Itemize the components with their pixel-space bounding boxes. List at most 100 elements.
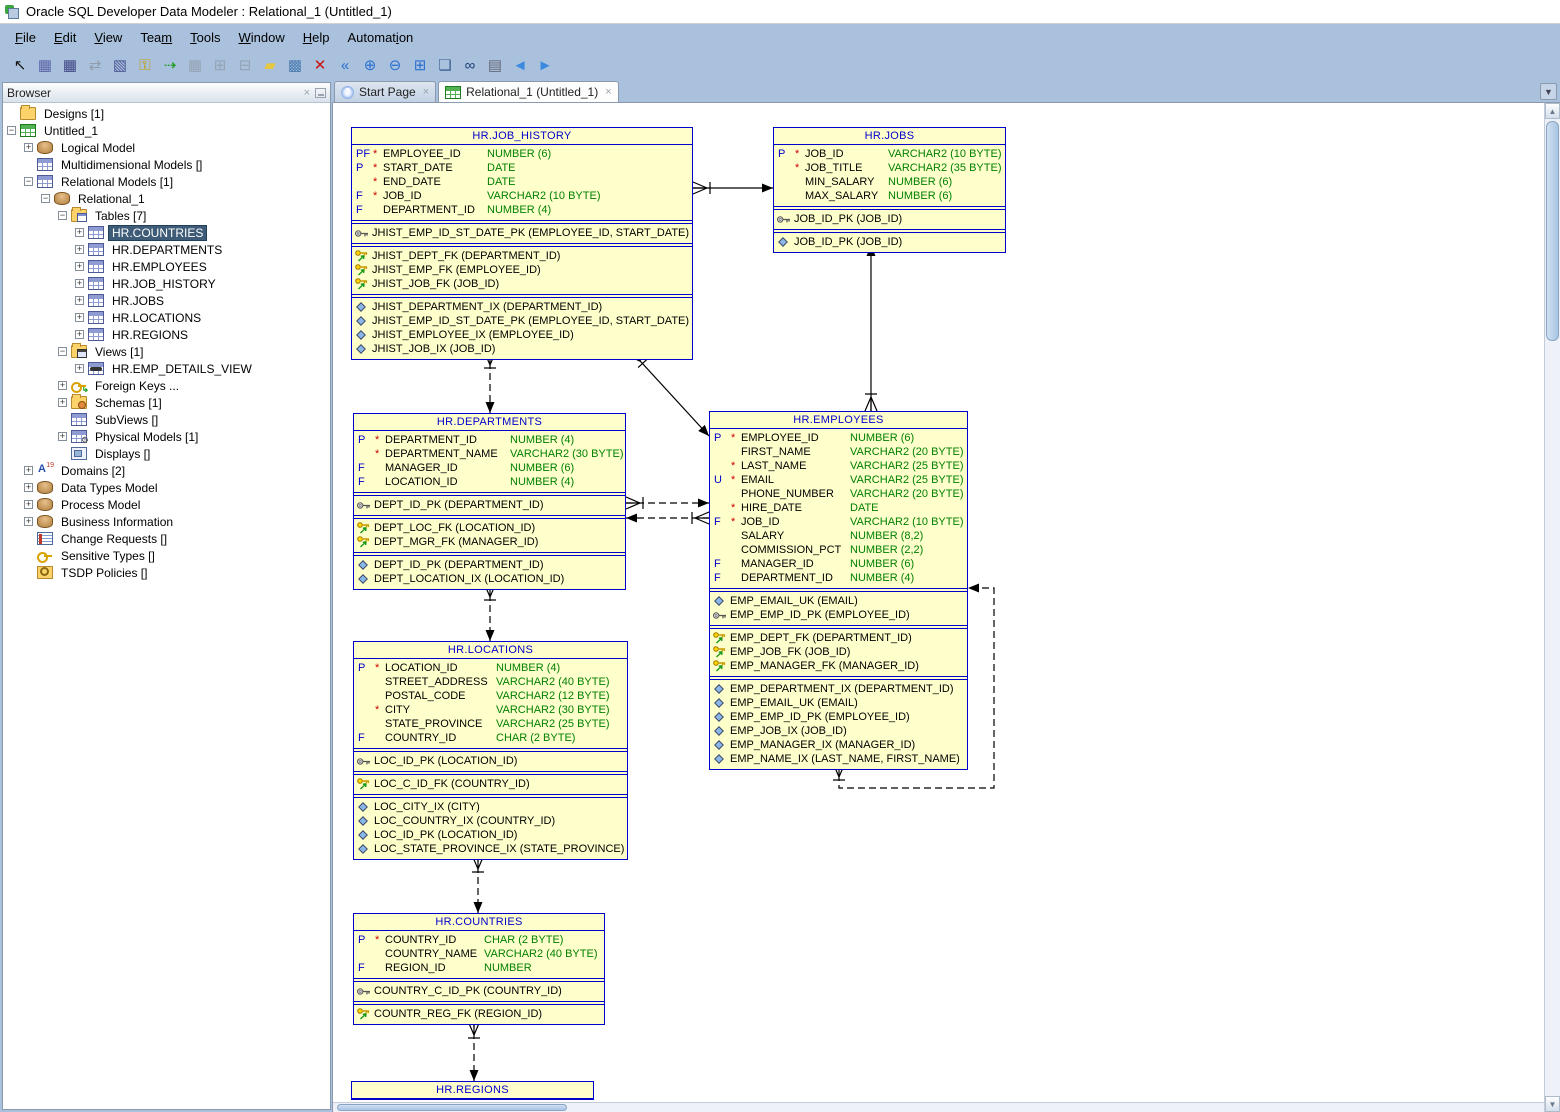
menu-window[interactable]: Window <box>238 29 285 45</box>
index-item[interactable]: JOB_ID_PK (JOB_ID) <box>774 235 1005 249</box>
foreign-key-item[interactable]: EMP_JOB_FK (JOB_ID) <box>710 645 967 659</box>
index-item[interactable]: LOC_COUNTRY_IX (COUNTRY_ID) <box>354 814 627 828</box>
tree-item-hr-locations[interactable]: +HR.LOCATIONS <box>3 309 330 326</box>
expand-icon[interactable]: + <box>58 380 67 390</box>
tree-item-sensitive-types[interactable]: Sensitive Types [] <box>3 547 330 564</box>
expand-icon[interactable]: + <box>75 295 84 305</box>
primary-key-item[interactable]: JHIST_EMP_ID_ST_DATE_PK (EMPLOYEE_ID, ST… <box>352 226 692 240</box>
dependency-arrow-button[interactable]: ⇢ <box>163 57 177 74</box>
tree-item-process-model[interactable]: +Process Model <box>3 496 330 513</box>
back-button[interactable]: ◄ <box>512 56 528 74</box>
expand-icon[interactable]: + <box>75 363 84 373</box>
tree-item-business-information[interactable]: +Business Information <box>3 513 330 530</box>
foreign-key-item[interactable]: JHIST_JOB_FK (JOB_ID) <box>352 277 692 291</box>
table-title[interactable]: HR.DEPARTMENTS <box>354 414 625 431</box>
vertical-scrollbar[interactable]: ▲ ▼ <box>1544 103 1560 1112</box>
menu-tools[interactable]: Tools <box>190 29 221 45</box>
index-item[interactable]: EMP_EMAIL_UK (EMAIL) <box>710 696 967 710</box>
menu-team[interactable]: Team <box>140 29 173 45</box>
tree-item-displays[interactable]: Displays [] <box>3 445 330 462</box>
expand-icon[interactable]: + <box>24 465 33 475</box>
table-title[interactable]: HR.REGIONS <box>352 1082 593 1099</box>
foreign-key-item[interactable]: JHIST_EMP_FK (EMPLOYEE_ID) <box>352 263 692 277</box>
tree-item-designs-1[interactable]: Designs [1] <box>3 105 330 122</box>
foreign-key-item[interactable]: EMP_DEPT_FK (DEPARTMENT_ID) <box>710 631 967 645</box>
tree-item-domains-2[interactable]: +Domains [2] <box>3 462 330 479</box>
tree-item-hr-emp-details-view[interactable]: +HR.EMP_DETAILS_VIEW <box>3 360 330 377</box>
scroll-down-arrow[interactable]: ▼ <box>1545 1096 1560 1112</box>
horizontal-scrollbar[interactable] <box>333 1102 1544 1112</box>
foreign-key-item[interactable]: LOC_C_ID_FK (COUNTRY_ID) <box>354 777 627 791</box>
collapse-icon[interactable]: − <box>41 193 50 203</box>
tree-item-schemas-1[interactable]: +Schemas [1] <box>3 394 330 411</box>
menu-edit[interactable]: Edit <box>53 29 77 45</box>
search-button[interactable]: ∞ <box>464 56 476 74</box>
index-item[interactable]: LOC_CITY_IX (CITY) <box>354 800 627 814</box>
table-title[interactable]: HR.LOCATIONS <box>354 642 627 659</box>
index-item[interactable]: JHIST_DEPARTMENT_IX (DEPARTMENT_ID) <box>352 300 692 314</box>
new-note-button[interactable]: ▰ <box>264 57 276 74</box>
primary-key-item[interactable]: COUNTRY_C_ID_PK (COUNTRY_ID) <box>354 984 604 998</box>
menu-help[interactable]: Help <box>302 29 330 45</box>
expand-icon[interactable]: + <box>58 397 67 407</box>
tree-item-hr-employees[interactable]: +HR.EMPLOYEES <box>3 258 330 275</box>
tree-item-views-1[interactable]: −Views [1] <box>3 343 330 360</box>
index-item[interactable]: LOC_STATE_PROVINCE_IX (STATE_PROVINCE) <box>354 842 627 856</box>
delete-button[interactable]: ✕ <box>313 57 327 74</box>
index-item[interactable]: DEPT_LOCATION_IX (LOCATION_ID) <box>354 572 625 586</box>
tree-item-change-requests[interactable]: Change Requests [] <box>3 530 330 547</box>
menu-view[interactable]: View <box>94 29 123 45</box>
index-item[interactable]: JHIST_EMPLOYEE_IX (EMPLOYEE_ID) <box>352 328 692 342</box>
tab-close-icon[interactable]: × <box>605 86 612 98</box>
expand-icon[interactable]: + <box>24 516 33 526</box>
collapse-icon[interactable]: − <box>58 210 67 220</box>
primary-key-item[interactable]: LOC_ID_PK (LOCATION_ID) <box>354 754 627 768</box>
new-view-button[interactable]: ▦ <box>62 57 78 74</box>
index-item[interactable]: EMP_EMP_ID_PK (EMPLOYEE_ID) <box>710 710 967 724</box>
zoom-in-button[interactable]: ⊕ <box>363 57 377 74</box>
index-item[interactable]: EMP_JOB_IX (JOB_ID) <box>710 724 967 738</box>
table-title[interactable]: HR.COUNTRIES <box>354 914 604 931</box>
expand-icon[interactable]: + <box>24 499 33 509</box>
panel-minimize-icon[interactable] <box>315 87 326 98</box>
primary-key-item[interactable]: EMP_EMP_ID_PK (EMPLOYEE_ID) <box>710 608 967 622</box>
new-foreign-key-button[interactable]: ⚿ <box>139 56 151 74</box>
expand-icon[interactable]: + <box>58 431 67 441</box>
tab-start-page[interactable]: ?Start Page× <box>334 81 437 102</box>
foreign-key-item[interactable]: COUNTR_REG_FK (REGION_ID) <box>354 1007 604 1021</box>
tree-item-hr-jobs[interactable]: +HR.JOBS <box>3 292 330 309</box>
index-item[interactable]: EMP_MANAGER_IX (MANAGER_ID) <box>710 738 967 752</box>
index-item[interactable]: EMP_DEPARTMENT_IX (DEPARTMENT_ID) <box>710 682 967 696</box>
index-item[interactable]: EMP_NAME_IX (LAST_NAME, FIRST_NAME) <box>710 752 967 766</box>
tree-item-foreign-keys[interactable]: +↳Foreign Keys ... <box>3 377 330 394</box>
tree-item-tables-7[interactable]: −Tables [7] <box>3 207 330 224</box>
split-table-button[interactable]: ▧ <box>112 57 128 74</box>
scroll-up-arrow[interactable]: ▲ <box>1545 103 1560 119</box>
expand-icon[interactable]: + <box>24 142 33 152</box>
collapse-icon[interactable]: − <box>24 176 33 186</box>
table-hr-regions[interactable]: HR.REGIONS <box>351 1081 594 1100</box>
tree-item-logical-model[interactable]: +Logical Model <box>3 139 330 156</box>
foreign-key-item[interactable]: DEPT_MGR_FK (MANAGER_ID) <box>354 535 625 549</box>
collapse-icon[interactable]: − <box>58 346 67 356</box>
